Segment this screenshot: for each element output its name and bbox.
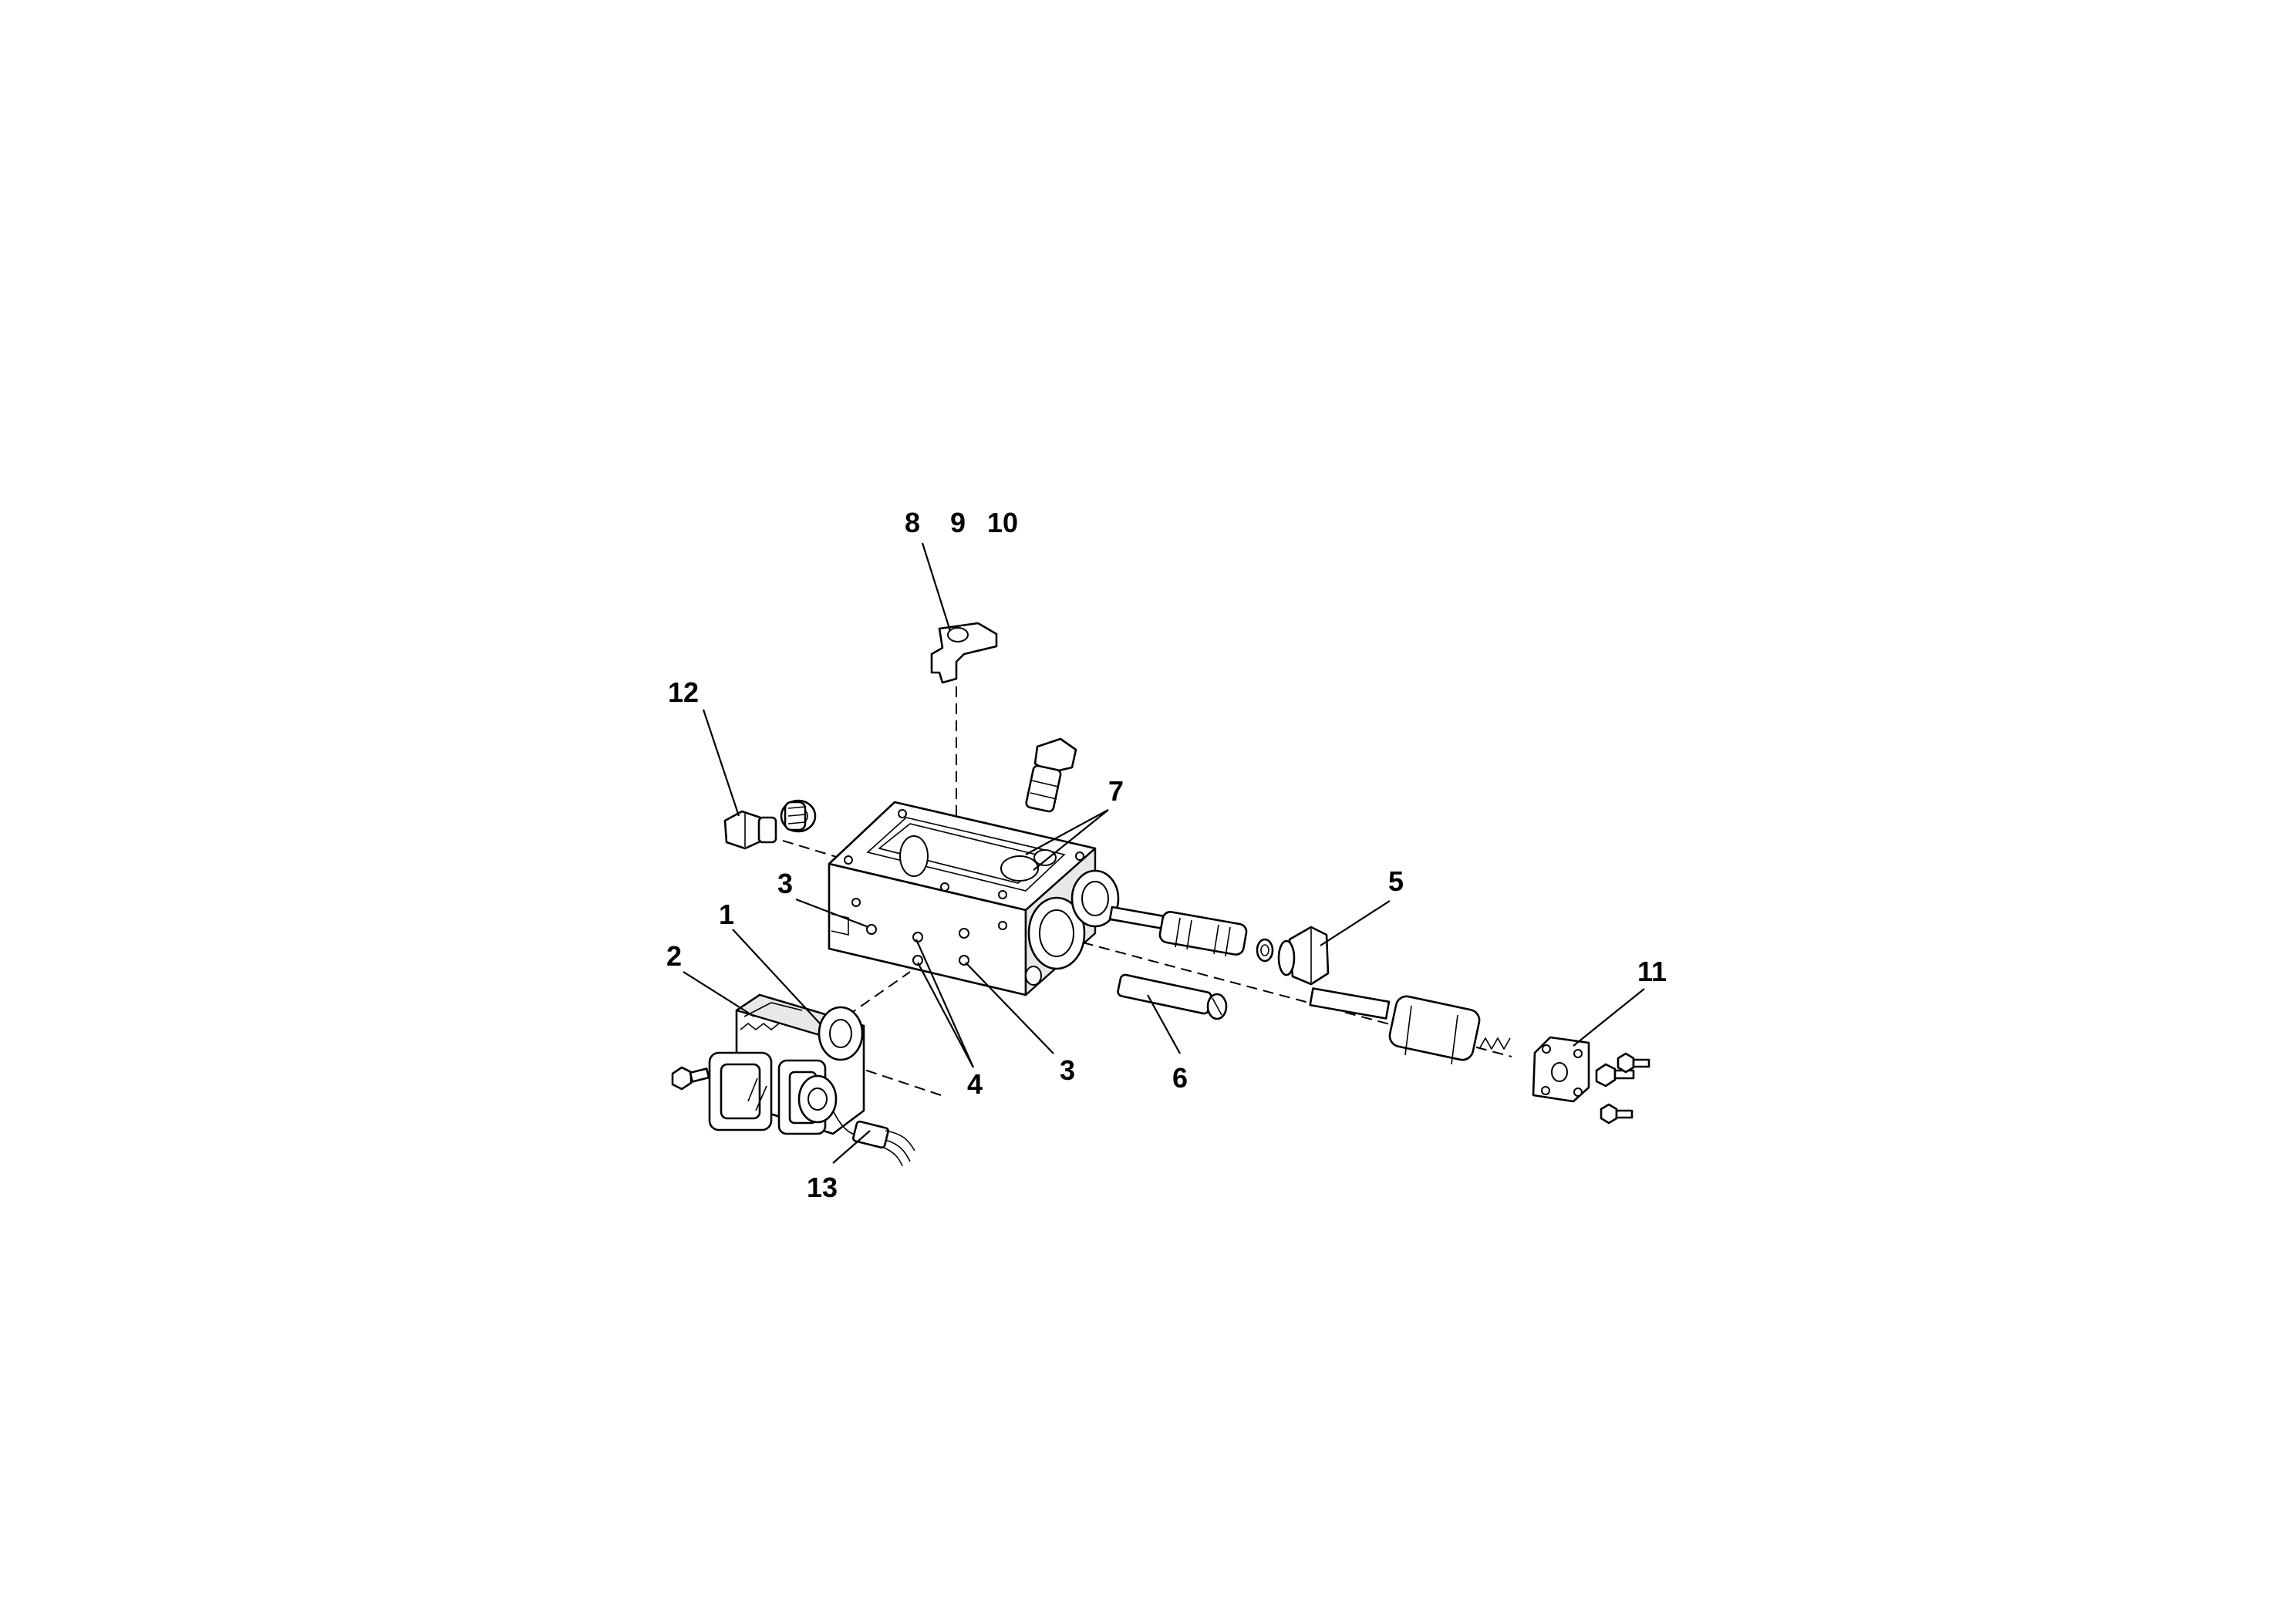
callout-4: 4: [967, 1068, 983, 1100]
callout-11: 11: [1637, 956, 1667, 987]
valve-block: [828, 801, 1120, 996]
callout-labels: 8 9 10 12 7 5 3 1 2 11 4 3 6 13: [666, 507, 1667, 1203]
callout-1: 1: [719, 899, 734, 930]
callout-12: 12: [668, 676, 699, 708]
callout-13: 13: [807, 1172, 838, 1203]
seal-plug: [780, 799, 817, 833]
solenoid-valve-body: [708, 993, 865, 1135]
connector-part-13: [832, 1110, 915, 1167]
solenoid-cartridge: [1309, 987, 1511, 1065]
callout-9: 9: [950, 507, 966, 538]
callout-3-upper: 3: [777, 868, 793, 899]
callout-6: 6: [1172, 1062, 1188, 1094]
leader-lines: [683, 542, 1645, 1164]
spool-assembly: [1108, 905, 1274, 963]
callout-5: 5: [1388, 865, 1404, 897]
callout-8: 8: [905, 507, 920, 538]
callout-2: 2: [666, 940, 682, 972]
callout-7: 7: [1108, 775, 1124, 807]
small-screw: [671, 1066, 710, 1091]
callout-3-lower: 3: [1060, 1054, 1075, 1086]
pin-part-6: [1117, 973, 1228, 1020]
cover-plate-part-11: [1532, 1036, 1590, 1103]
plug-part-12: [723, 810, 777, 850]
fitting-part-7: [1025, 737, 1077, 813]
bolts: [1595, 1052, 1650, 1125]
bracket-part-8: [930, 622, 998, 684]
callout-10: 10: [987, 507, 1018, 538]
hex-nut-part-5: [1277, 926, 1330, 986]
